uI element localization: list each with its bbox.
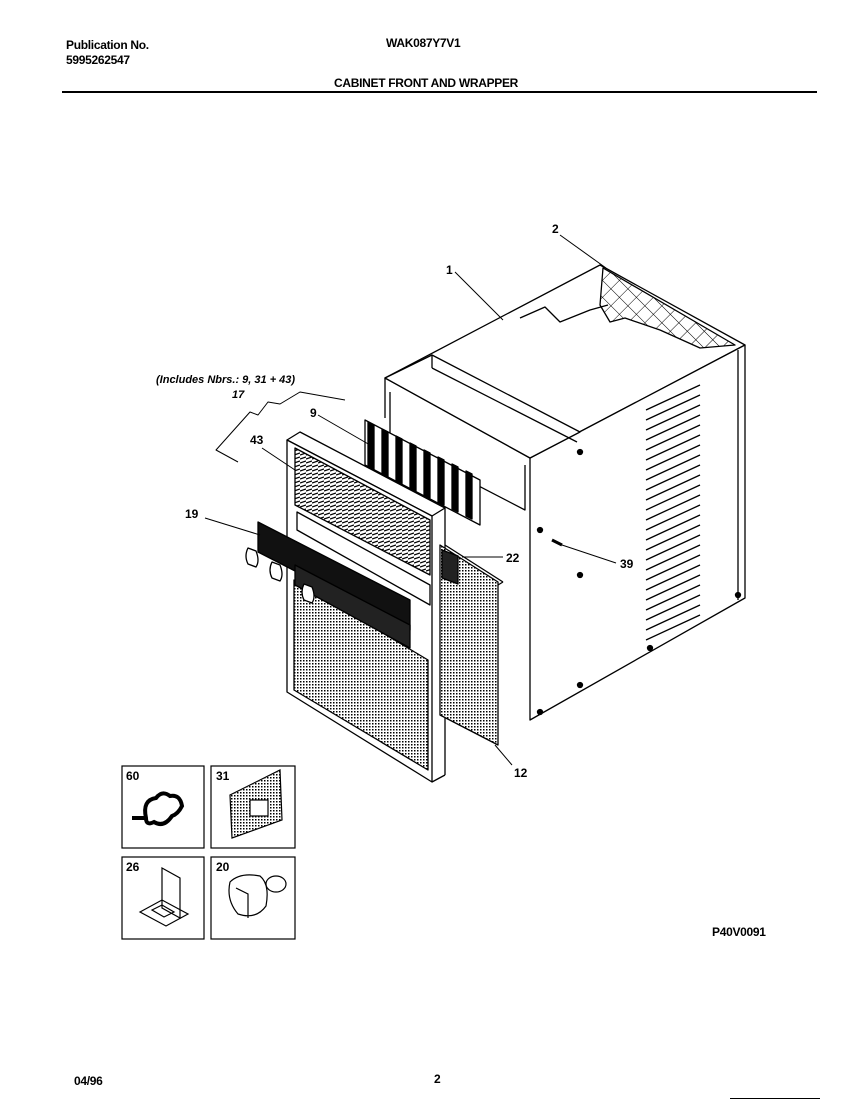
inset-31-grille-retainer	[210, 765, 296, 849]
publication-label: Publication No.	[66, 38, 149, 52]
footer-date: 04/96	[74, 1074, 103, 1088]
control-knobs	[245, 547, 315, 604]
callout-17: 17	[232, 389, 245, 401]
inset-60-wire-clip	[121, 765, 205, 849]
callout-12: 12	[514, 766, 528, 780]
inset-label-31: 31	[216, 769, 230, 783]
control-bezel	[257, 521, 411, 649]
callout-labels: 1 2 (Includes Nbrs.: 9, 31 + 43) 17 9 43…	[156, 222, 634, 780]
inset-label-60: 60	[126, 769, 140, 783]
callout-1: 1	[446, 263, 453, 277]
top-insulation	[519, 267, 736, 349]
callout-22: 22	[506, 551, 520, 565]
screw	[551, 538, 563, 547]
leader-lines	[204, 234, 617, 766]
section-title: CABINET FRONT AND WRAPPER	[334, 76, 519, 90]
inset-labels: 60 31 26 20	[126, 769, 230, 874]
side-louvers	[645, 384, 701, 641]
panel-latch	[441, 549, 459, 585]
diagram-code: P40V0091	[712, 925, 766, 939]
callout-9: 9	[310, 406, 317, 420]
air-filter	[439, 544, 504, 746]
louver-assembly	[364, 419, 481, 526]
callout-43: 43	[250, 433, 264, 447]
callout-19: 19	[185, 507, 199, 521]
callout-17-note: (Includes Nbrs.: 9, 31 + 43)	[156, 374, 295, 386]
inset-parts	[121, 765, 296, 940]
model-number: WAK087Y7V1	[386, 36, 461, 50]
header-rule	[62, 91, 817, 93]
inset-26-bracket	[121, 856, 205, 940]
inset-label-20: 20	[216, 860, 230, 874]
footer-rule	[730, 1098, 820, 1099]
callout-2: 2	[552, 222, 559, 236]
footer-page-number: 2	[434, 1072, 441, 1086]
publication-number: 5995262547	[66, 53, 130, 67]
inset-label-26: 26	[126, 860, 140, 874]
callout-39: 39	[620, 557, 634, 571]
inset-20-knob	[210, 856, 296, 940]
